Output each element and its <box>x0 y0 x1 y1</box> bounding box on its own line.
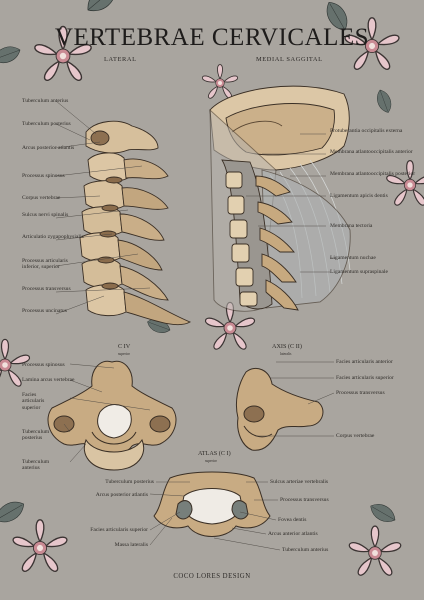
label-ligamentum-apicis: Ligamentum apicis dentis <box>330 193 388 199</box>
label-membrana-tectoria: Membrana tectoria <box>330 223 373 229</box>
label-processus-spinosus: Processus spinosus <box>22 173 65 179</box>
label-processus-transversus: Processus transversus <box>22 286 71 292</box>
c4-vertebra-illustration <box>47 360 177 471</box>
lateral-spine-illustration <box>79 120 192 326</box>
label-ligamentum-nuchae: Ligamentum nuchae <box>330 255 376 261</box>
label-processus-uncinatus: Processus uncinatus <box>22 308 67 314</box>
axis-label-anterior: Facies articularis anterior <box>336 359 393 365</box>
label-corpus-vertebrae: Corpus vertebrae <box>22 195 61 201</box>
atlas-subheading: superior <box>205 459 217 463</box>
atlas-label-facies-superior: Facies articularis superior <box>90 527 148 533</box>
poster-title: VERTEBRAE CERVICALES <box>54 24 370 51</box>
c4-label-facies: Facies articularis superior <box>22 392 45 411</box>
label-tuberculum-anterius: Tuberculum anterius <box>22 98 69 104</box>
atlas-label-transversus: Processus transversus <box>280 497 329 503</box>
label-tuberculum-posterius: Tuberculum posterius <box>22 121 71 127</box>
label-protuberantia: Protuberantia occipitalis externa <box>330 128 403 134</box>
lateral-view-heading: LATERAL <box>104 56 137 63</box>
atlas-label-arcus-anterior: Arcus anterior atlantis <box>268 531 318 537</box>
atlas-vertebra-illustration <box>153 471 271 537</box>
label-sulcus-nervi: Sulcus nervi spinalis <box>22 212 69 218</box>
medial-view-heading: MEDIAL SAGGITAL <box>256 56 323 63</box>
label-arcus-posterior: Arcus posterior atlantis <box>22 145 75 151</box>
label-processus-articularis: Processus articularis inferior, superior <box>22 258 68 271</box>
c4-label-tub-anterius: Tuberculum anterius <box>22 459 50 472</box>
atlas-label-tub-anterius: Tuberculum anterius <box>282 547 329 553</box>
axis-vertebra-illustration <box>235 368 324 451</box>
medial-sagittal-illustration <box>209 85 351 312</box>
axis-label-transversus: Processus transversus <box>336 390 385 396</box>
axis-subheading: lateralis <box>280 352 292 356</box>
atlas-label-fovea: Fovea dentis <box>278 517 307 523</box>
atlas-heading: ATLAS (C I) <box>198 450 231 457</box>
c4-subheading: superior <box>118 352 130 356</box>
axis-label-corpus: Corpus vertebrae <box>336 433 375 439</box>
axis-heading: AXIS (C II) <box>272 343 302 350</box>
atlas-label-arcus-posterior: Arcus posterior atlantis <box>95 492 148 498</box>
label-membrana-anterior: Membrana atlantooccipitalis anterior <box>330 149 413 155</box>
credit-line: COCO LORES DESIGN <box>173 573 251 580</box>
atlas-label-massa: Massa lateralis <box>114 542 148 548</box>
c4-label-tub-posterius: Tuberculum posterius <box>22 429 50 442</box>
leader-lines <box>55 100 336 551</box>
c4-label-lamina: Lamina arcus vertebrae <box>22 377 75 383</box>
atlas-label-sulcus: Sulcus arteriae vertebralis <box>270 479 329 485</box>
label-articulatio: Articulatio zygapophysialis <box>22 234 84 240</box>
axis-label-superior: Facies articularis superior <box>336 375 394 381</box>
c4-heading: C IV <box>118 343 131 350</box>
c4-label-spinosus: Processus spinosus <box>22 362 65 368</box>
label-ligamentum-supraspinale: Ligamentum supraspinale <box>330 269 388 275</box>
label-membrana-posterior: Membrana atlantooccipitalis posterior <box>330 171 416 177</box>
atlas-label-tub-posterius: Tuberculum posterius <box>105 479 154 485</box>
